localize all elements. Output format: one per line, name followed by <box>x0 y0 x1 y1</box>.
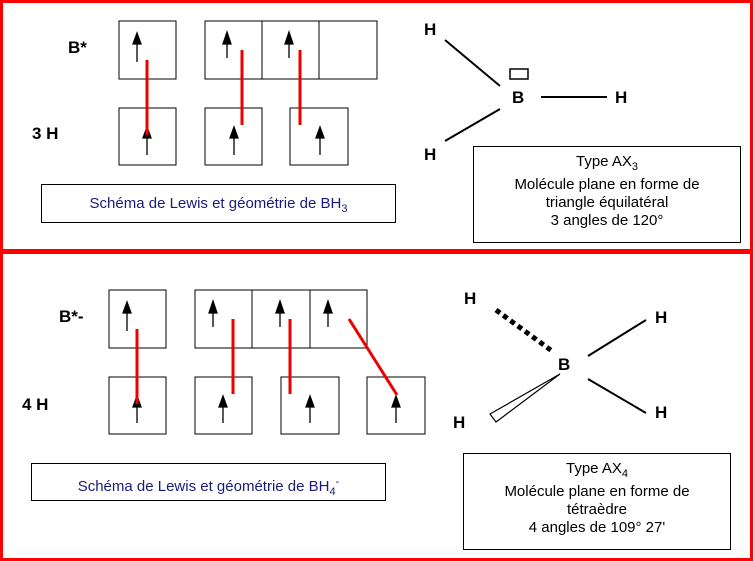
atom-h-bottomright: H <box>655 403 668 422</box>
label-4h: 4 H <box>22 395 49 414</box>
info-type-text: Type AX <box>566 460 622 477</box>
orbital-box <box>204 107 263 166</box>
info-line3: tétraèdre <box>566 501 628 518</box>
bond-b-h-bottom <box>444 108 501 142</box>
top-bond-lines <box>145 50 302 135</box>
empty-orbital-box <box>509 68 529 80</box>
atom-h-right: H <box>615 88 628 107</box>
bottom-b-orbitals <box>108 289 368 349</box>
info-type-sub: 3 <box>631 161 638 173</box>
orbital-box <box>309 289 368 349</box>
bond-b-h-topright <box>587 319 647 357</box>
atom-h-topleft: H <box>464 289 477 308</box>
info-type-text: Type AX <box>576 153 632 170</box>
top-info-box: Type AX3 Molécule plane en forme de tria… <box>473 146 741 243</box>
top-molecule <box>444 39 607 142</box>
atom-h-bottomleft: H <box>453 413 466 432</box>
bond-b-h-bottomright <box>587 378 647 414</box>
caption-subscript: 3 <box>341 203 348 215</box>
orbital-box <box>194 289 253 349</box>
orbital-box <box>204 20 263 80</box>
label-b-star: B* <box>68 38 87 57</box>
bond-wedge-bottomleft <box>489 373 561 423</box>
atom-h-top: H <box>424 20 437 39</box>
label-b-star-minus: B*- <box>59 307 84 326</box>
caption-superscript: - <box>335 476 340 488</box>
bond-dashed-topleft <box>494 307 554 354</box>
orbital-box <box>251 289 311 349</box>
atom-b: B <box>512 88 525 107</box>
bond-line <box>347 318 399 396</box>
info-line3: triangle équilatéral <box>545 194 669 211</box>
top-h-orbitals <box>118 107 349 166</box>
info-line4: 3 angles de 120° <box>550 212 664 229</box>
info-line2: Molécule plane en forme de <box>504 483 690 500</box>
bottom-caption: Schéma de Lewis et géométrie de BH4- <box>31 463 386 501</box>
info-type: Type AX3 <box>474 153 740 176</box>
atom-h-bottom: H <box>424 145 437 164</box>
atom-b: B <box>558 355 571 374</box>
orbital-box <box>318 20 378 80</box>
caption-subscript: 4 <box>329 486 336 498</box>
bottom-info-box: Type AX4 Molécule plane en forme de tétr… <box>463 453 731 550</box>
info-line4: 4 angles de 109° 27' <box>528 519 666 536</box>
bottom-h-orbitals <box>108 376 426 435</box>
orbital-box <box>261 20 320 80</box>
caption-text: Schéma de Lewis et géométrie de BH <box>89 195 342 212</box>
label-3h: 3 H <box>32 124 59 143</box>
top-caption: Schéma de Lewis et géométrie de BH3 <box>41 184 396 223</box>
atom-h-topright: H <box>655 308 668 327</box>
info-type: Type AX4 <box>464 460 730 483</box>
top-electron-arrows <box>132 29 325 155</box>
bottom-bond-lines <box>135 318 399 404</box>
bottom-molecule <box>489 307 647 423</box>
bond-b-h-top <box>444 39 501 87</box>
info-type-sub: 4 <box>621 468 628 480</box>
caption-text: Schéma de Lewis et géométrie de BH <box>77 478 330 495</box>
info-line2: Molécule plane en forme de <box>514 176 700 193</box>
top-b-orbitals <box>118 20 378 80</box>
